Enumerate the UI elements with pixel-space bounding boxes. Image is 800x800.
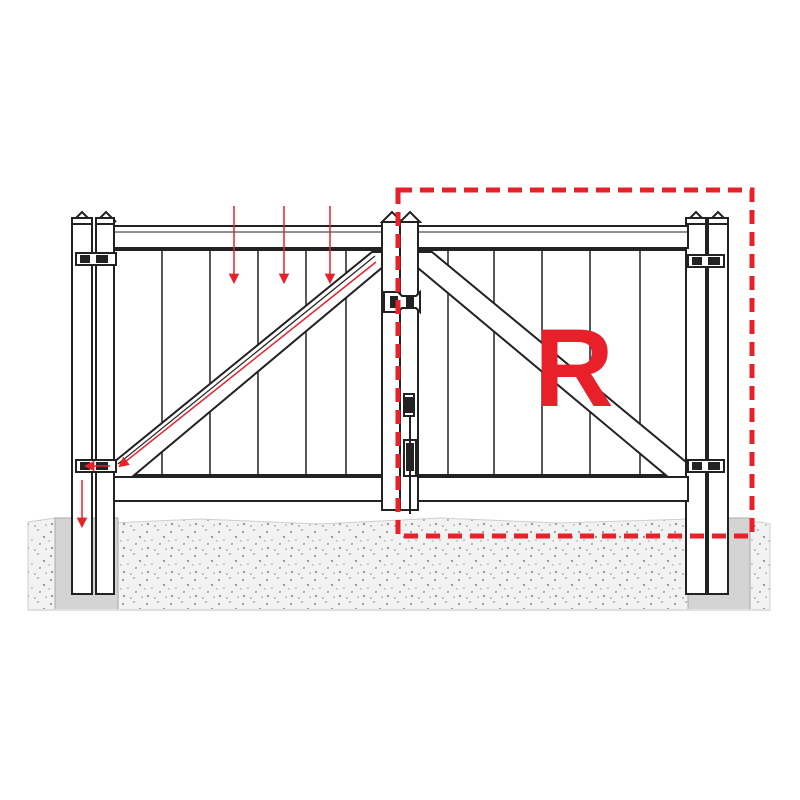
right-gate-top-rail [415,225,689,249]
right-top-hinge [687,254,725,268]
gate-label: R [534,307,613,430]
left-gate-bottom-rail [113,476,385,502]
right-bottom-hinge [687,459,725,473]
latch [383,289,421,315]
left-hinge-post [71,210,117,595]
left-gate-top-rail [113,225,385,249]
right-gate-bottom-rail [415,476,689,502]
left-top-hinge [75,252,117,266]
right-gate-highlight-box [395,187,755,539]
load-arrows [228,206,336,285]
brace-arrow [118,261,377,468]
cane-bolt [403,393,417,514]
right-gate [415,225,689,502]
post-down-arrow [76,460,110,529]
left-gate [113,225,385,502]
